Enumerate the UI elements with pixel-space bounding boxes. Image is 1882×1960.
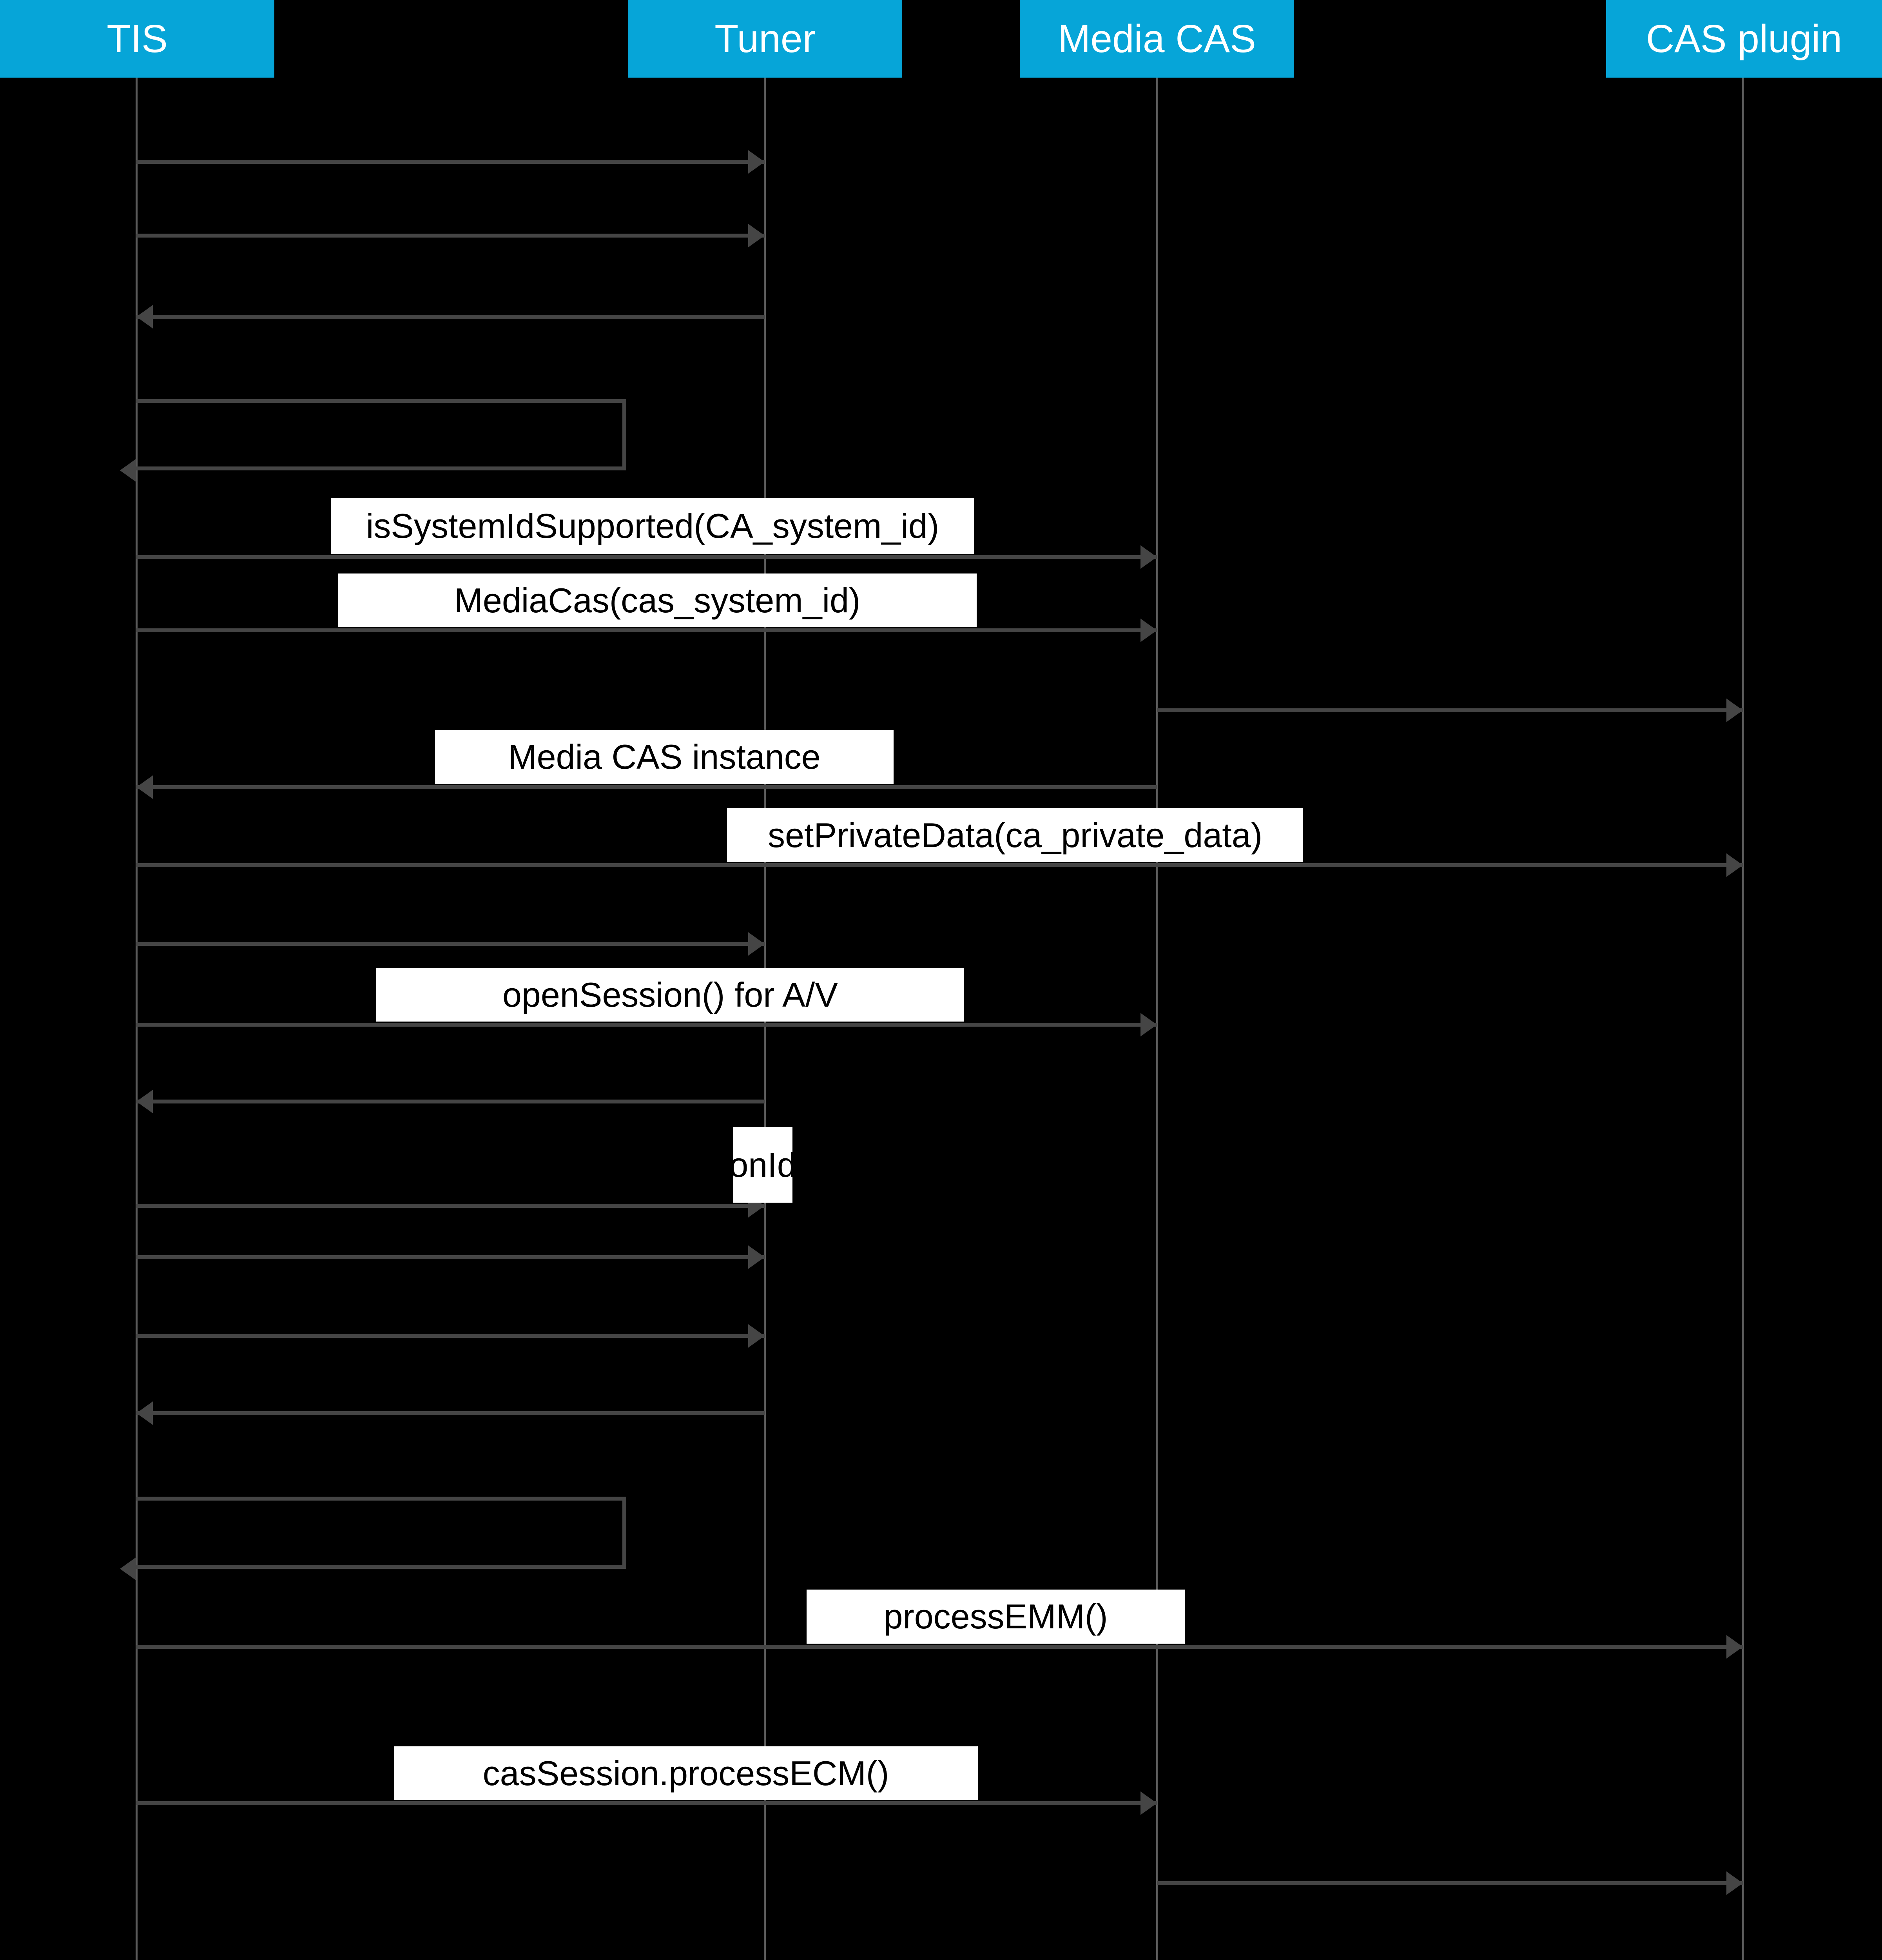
arrow-head-m10 — [748, 932, 765, 956]
arrow-head-m8 — [136, 775, 153, 799]
arrow-head-m11 — [1140, 1013, 1157, 1036]
arrow-head-m19 — [1140, 1791, 1157, 1815]
arrow-head-m12 — [136, 1090, 153, 1113]
message-label-text: processEMM() — [883, 1597, 1108, 1636]
message-label-text: isSystemIdSupported(CA_system_id) — [366, 506, 939, 545]
message-line-m20 — [1157, 1881, 1743, 1885]
message-line-m8 — [136, 785, 1157, 789]
arrow-head-m18 — [1726, 1635, 1743, 1659]
message-line-m5 — [136, 555, 1157, 559]
message-label-text: onId — [733, 1145, 792, 1184]
message-label-text: openSession() for A/V — [502, 975, 838, 1014]
lifeline-casplugin — [1742, 78, 1744, 1960]
arrow-head-m7 — [1726, 699, 1743, 722]
self-call-m4 — [136, 399, 626, 470]
participant-label: Media CAS — [1058, 17, 1256, 61]
message-label-m8: Media CAS instance — [435, 730, 894, 784]
message-label-text: casSession.processECM() — [482, 1753, 889, 1793]
arrow-head-m16 — [136, 1401, 153, 1425]
lifeline-tis — [136, 78, 138, 1960]
arrow-head-m4 — [120, 459, 136, 482]
message-line-m10 — [136, 942, 765, 946]
arrow-head-m1 — [748, 150, 765, 174]
arrow-head-m3 — [136, 305, 153, 328]
arrow-head-m6 — [1140, 619, 1157, 642]
participant-label: CAS plugin — [1646, 17, 1842, 61]
message-line-m3 — [136, 315, 765, 319]
message-line-m19 — [136, 1801, 1157, 1805]
participant-header-casplugin[interactable]: CAS plugin — [1606, 0, 1882, 78]
message-label-text: MediaCas(cas_system_id) — [454, 581, 861, 620]
message-label-m18: processEMM() — [807, 1590, 1185, 1644]
participant-header-tis[interactable]: TIS — [0, 0, 274, 78]
message-label-m6: MediaCas(cas_system_id) — [338, 573, 977, 627]
lifeline-mediacas — [1156, 78, 1158, 1960]
arrow-head-m15 — [748, 1324, 765, 1348]
arrow-head-m2 — [748, 224, 765, 247]
message-label-m9: setPrivateData(ca_private_data) — [727, 808, 1303, 862]
message-label-m11: openSession() for A/V — [376, 968, 964, 1022]
message-line-m13 — [136, 1204, 765, 1208]
message-label-text: setPrivateData(ca_private_data) — [768, 815, 1262, 855]
message-line-m2 — [136, 234, 765, 238]
message-line-m14 — [136, 1255, 765, 1259]
message-label-m5: isSystemIdSupported(CA_system_id) — [331, 498, 974, 554]
arrow-head-m20 — [1726, 1871, 1743, 1895]
arrow-head-m17 — [120, 1557, 136, 1581]
participant-label: TIS — [107, 17, 168, 61]
participant-header-mediacas[interactable]: Media CAS — [1020, 0, 1294, 78]
message-line-m18 — [136, 1645, 1743, 1649]
message-line-m11 — [136, 1023, 1157, 1027]
participant-label: Tuner — [714, 17, 816, 61]
message-label-m19: casSession.processECM() — [394, 1746, 978, 1800]
arrow-head-m9 — [1726, 853, 1743, 877]
participant-header-tuner[interactable]: Tuner — [628, 0, 902, 78]
message-line-m1 — [136, 160, 765, 164]
arrow-head-m5 — [1140, 545, 1157, 569]
message-label-text: Media CAS instance — [508, 737, 821, 776]
message-label-m13: onId — [733, 1127, 792, 1203]
message-line-m9 — [136, 863, 1743, 867]
message-line-m16 — [136, 1411, 765, 1415]
message-line-m7 — [1157, 708, 1743, 712]
arrow-head-m14 — [748, 1245, 765, 1269]
message-line-m15 — [136, 1334, 765, 1338]
message-line-m6 — [136, 628, 1157, 632]
self-call-m17 — [136, 1497, 626, 1569]
message-line-m12 — [136, 1100, 765, 1103]
